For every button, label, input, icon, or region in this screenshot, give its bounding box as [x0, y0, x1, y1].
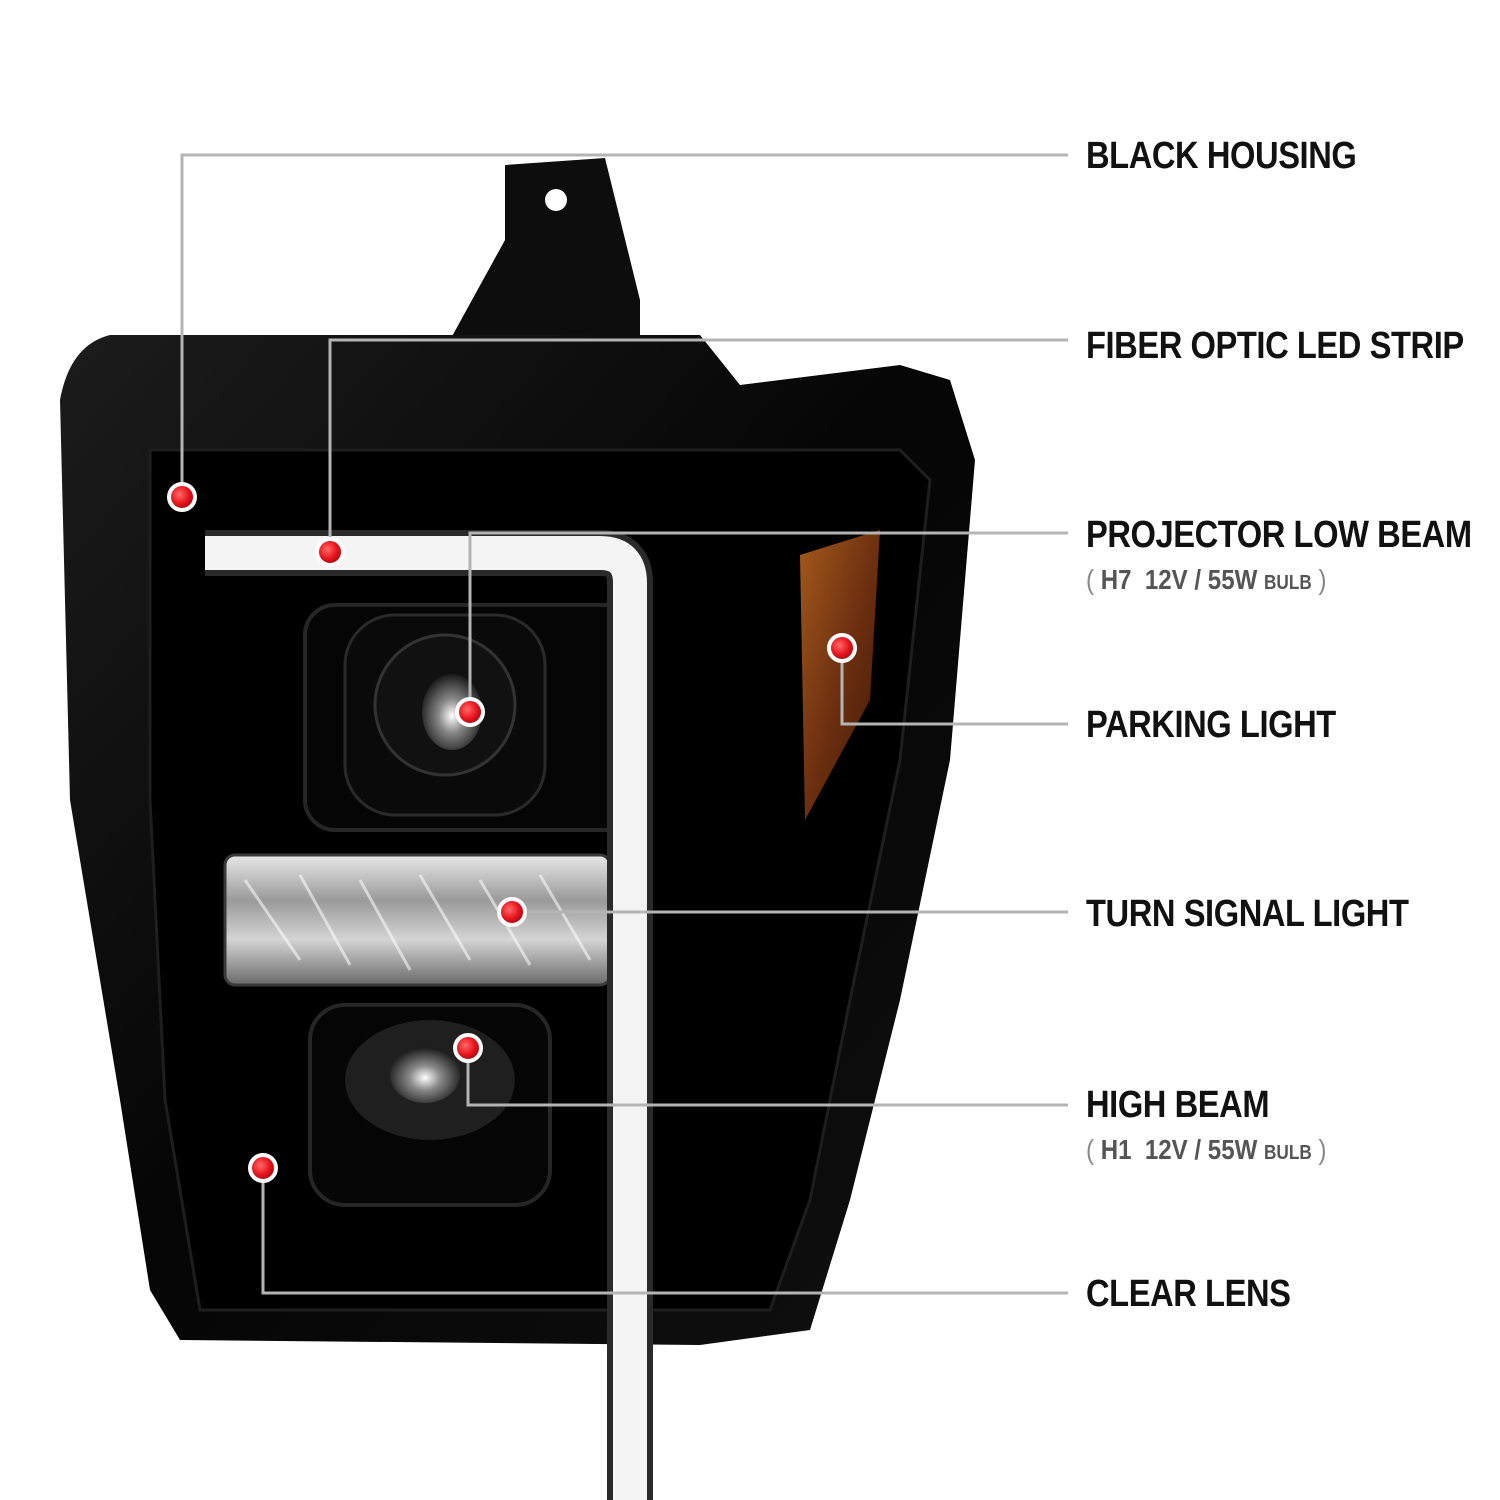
mounting-bracket — [450, 158, 640, 340]
spec-close-paren: ) — [1318, 1134, 1327, 1165]
label-high-beam: HIGH BEAM — [1086, 1084, 1270, 1126]
led-strip-graphic — [205, 530, 653, 1500]
marker-fiber-optic-led-strip — [315, 537, 345, 567]
spec-open-paren: ( — [1086, 564, 1095, 595]
spec-projector-low-beam: ( H7 12V / 55W BULB ) — [1086, 566, 1326, 594]
label-clear-lens: CLEAR LENS — [1086, 1273, 1291, 1315]
label-projector-low-beam: PROJECTOR LOW BEAM — [1086, 514, 1472, 556]
spec-bulb-type: H7 — [1100, 564, 1132, 595]
spec-bulb-unit: BULB — [1264, 1142, 1312, 1164]
marker-parking-light — [827, 633, 857, 663]
marker-high-beam — [453, 1033, 483, 1063]
bracket-hole — [545, 189, 567, 211]
projector-highlight — [422, 674, 482, 750]
marker-projector-low-beam — [455, 697, 485, 727]
spec-open-paren: ( — [1086, 1134, 1095, 1165]
label-black-housing: BLACK HOUSING — [1086, 135, 1357, 177]
spec-bulb-unit: BULB — [1264, 572, 1312, 594]
label-turn-signal-light: TURN SIGNAL LIGHT — [1086, 893, 1409, 935]
turn-signal-texture — [243, 874, 592, 971]
marker-black-housing — [167, 482, 197, 512]
label-fiber-optic-led-strip: FIBER OPTIC LED STRIP — [1086, 325, 1464, 367]
spec-close-paren: ) — [1318, 564, 1327, 595]
marker-clear-lens — [248, 1153, 278, 1183]
leader-parking-light — [840, 648, 1068, 726]
leader-black-housing — [180, 153, 1068, 497]
spec-high-beam: ( H1 12V / 55W BULB ) — [1086, 1136, 1326, 1164]
leader-high-beam — [466, 1048, 1068, 1107]
label-parking-light: PARKING LIGHT — [1086, 704, 1336, 746]
amber-reflector — [800, 530, 880, 820]
leader-projector-low-beam — [468, 531, 1068, 712]
marker-turn-signal-light — [497, 897, 527, 927]
spec-bulb-type: H1 — [1100, 1134, 1132, 1165]
leader-fiber-optic-led-strip — [328, 338, 1068, 552]
spec-rating: 12V / 55W — [1144, 564, 1258, 595]
high-beam-highlight — [390, 1047, 460, 1103]
leader-clear-lens — [261, 1168, 1068, 1295]
spec-rating: 12V / 55W — [1144, 1134, 1258, 1165]
